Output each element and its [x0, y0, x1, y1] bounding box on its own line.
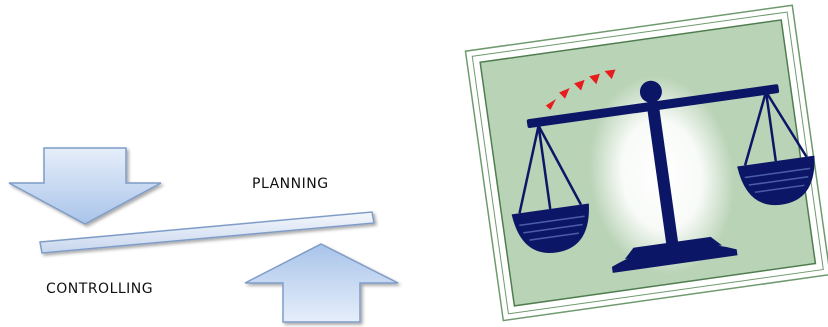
balance-scale-icon — [464, 4, 828, 322]
seesaw-beam — [39, 211, 375, 254]
up-arrow-icon — [244, 243, 399, 323]
down-arrow-icon — [8, 147, 162, 225]
planning-label: PLANNING — [252, 176, 329, 192]
red-triangles-icon — [545, 69, 616, 110]
controlling-label: CONTROLLING — [46, 281, 153, 297]
